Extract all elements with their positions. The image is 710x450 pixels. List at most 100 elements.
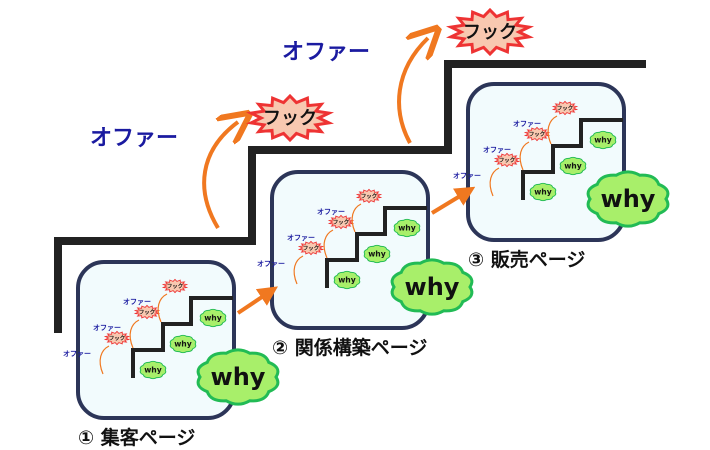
big-why-cloud: why xyxy=(586,170,670,228)
burst-icon xyxy=(445,7,535,57)
mini-offer-arrow xyxy=(99,345,110,375)
mini-why-cloud: why xyxy=(139,360,167,380)
why-label: why xyxy=(144,366,162,375)
why-label: why xyxy=(601,185,656,213)
mini-hook-burst: フック xyxy=(551,100,579,116)
cloud-icon xyxy=(196,348,280,406)
mini-hook-burst: フック xyxy=(161,278,189,294)
mini-offer-arrow xyxy=(293,255,304,285)
why-label: why xyxy=(368,250,386,259)
cloud-icon xyxy=(589,130,617,150)
hook-label: フック xyxy=(557,104,573,112)
mini-offer-label: オファー xyxy=(483,146,511,154)
why-label: why xyxy=(204,314,222,323)
mini-offer-arrow xyxy=(351,203,362,233)
panel-frame xyxy=(76,260,236,420)
big-staircase-line xyxy=(54,60,646,333)
mini-offer-label: オファー xyxy=(317,208,345,216)
mini-offer-label: オファー xyxy=(123,298,151,306)
offer-arrow-2 xyxy=(397,38,428,144)
why-label: why xyxy=(594,136,612,145)
hook-label: フック xyxy=(529,130,545,138)
burst-icon xyxy=(551,100,579,116)
mini-why-cloud: why xyxy=(169,334,197,354)
mini-hook-burst: フック xyxy=(493,152,521,168)
offer-label-1: オファー xyxy=(90,126,178,151)
hook-label: フック xyxy=(463,22,517,43)
hook-burst-1: フック xyxy=(245,93,335,143)
cloud-icon xyxy=(586,170,670,228)
cloud-icon xyxy=(333,270,361,290)
mini-offer-label: オファー xyxy=(257,260,285,268)
why-label: why xyxy=(211,363,266,391)
why-label: why xyxy=(174,340,192,349)
mini-offer-label: オファー xyxy=(93,324,121,332)
offer-label-2: オファー xyxy=(282,40,370,65)
mini-hook-burst: フック xyxy=(355,188,383,204)
hook-label: フック xyxy=(361,192,377,200)
mini-offer-arrow xyxy=(157,293,168,323)
burst-icon xyxy=(103,330,131,346)
why-label: why xyxy=(398,224,416,233)
burst-icon xyxy=(245,93,335,143)
panel-caption: ③ 販売ページ xyxy=(468,248,585,271)
mini-hook-burst: フック xyxy=(297,240,325,256)
panel-arrow-1-2 xyxy=(236,286,278,315)
mini-offer-arrow xyxy=(547,115,558,145)
cloud-icon xyxy=(363,244,391,264)
burst-icon xyxy=(327,214,355,230)
mini-offer-arrow xyxy=(519,141,530,171)
mini-staircase xyxy=(131,296,233,378)
mini-offer-label: オファー xyxy=(513,120,541,128)
panel-frame xyxy=(270,170,430,330)
mini-staircase xyxy=(521,118,623,200)
why-label: why xyxy=(405,273,460,301)
burst-icon xyxy=(355,188,383,204)
hook-label: フック xyxy=(333,218,349,226)
cloud-icon xyxy=(559,156,587,176)
mini-offer-label: オファー xyxy=(63,350,91,358)
hook-label: フック xyxy=(139,308,155,316)
offer-arrow-1 xyxy=(202,122,238,230)
mini-staircase xyxy=(325,206,427,288)
cloud-icon xyxy=(393,218,421,238)
mini-offer-label: オファー xyxy=(453,172,481,180)
mini-hook-burst: フック xyxy=(327,214,355,230)
big-why-cloud: why xyxy=(390,258,474,316)
panel-arrow-2-3 xyxy=(430,186,476,215)
cloud-icon xyxy=(199,308,227,328)
mini-offer-arrow xyxy=(323,229,334,259)
mini-why-cloud: why xyxy=(363,244,391,264)
mini-why-cloud: why xyxy=(529,182,557,202)
burst-icon xyxy=(523,126,551,142)
hook-label: フック xyxy=(109,334,125,342)
burst-icon xyxy=(297,240,325,256)
burst-icon xyxy=(161,278,189,294)
burst-icon xyxy=(133,304,161,320)
why-label: why xyxy=(534,188,552,197)
mini-hook-burst: フック xyxy=(133,304,161,320)
panel-caption: ② 関係構築ページ xyxy=(272,336,427,359)
mini-why-cloud: why xyxy=(589,130,617,150)
panel-caption: ① 集客ページ xyxy=(78,426,195,449)
why-label: why xyxy=(564,162,582,171)
hook-label: フック xyxy=(499,156,515,164)
big-why-cloud: why xyxy=(196,348,280,406)
hook-label: フック xyxy=(167,282,183,290)
cloud-icon xyxy=(529,182,557,202)
hook-label: フック xyxy=(263,108,317,129)
panel-frame xyxy=(466,82,626,242)
mini-offer-arrow xyxy=(489,167,500,197)
mini-why-cloud: why xyxy=(393,218,421,238)
mini-hook-burst: フック xyxy=(103,330,131,346)
mini-why-cloud: why xyxy=(333,270,361,290)
why-label: why xyxy=(338,276,356,285)
burst-icon xyxy=(493,152,521,168)
mini-offer-arrow xyxy=(129,319,140,349)
mini-why-cloud: why xyxy=(559,156,587,176)
cloud-icon xyxy=(139,360,167,380)
hook-label: フック xyxy=(303,244,319,252)
mini-hook-burst: フック xyxy=(523,126,551,142)
